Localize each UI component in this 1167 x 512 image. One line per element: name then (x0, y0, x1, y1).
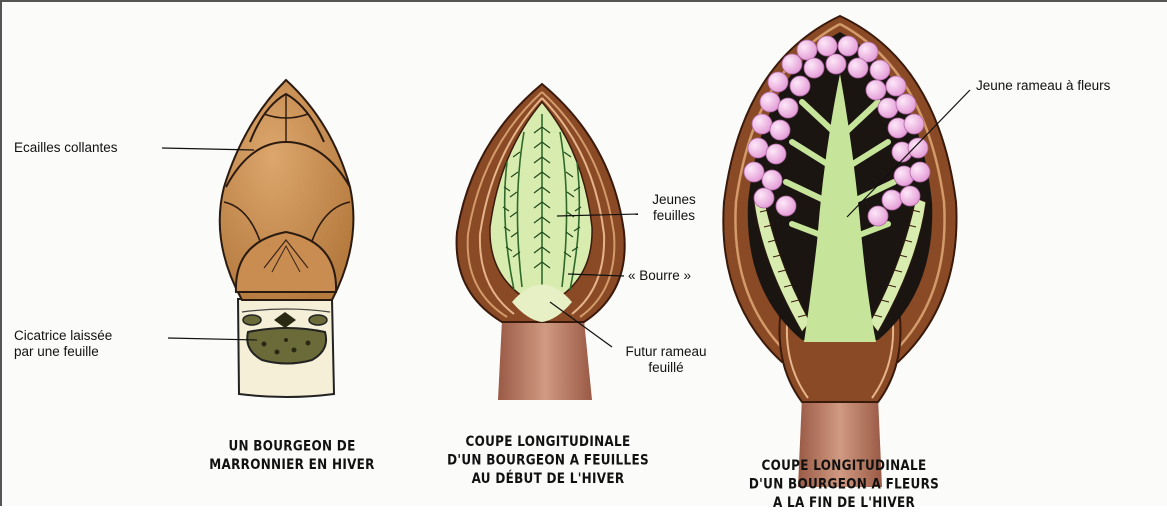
flower-bud-section (723, 16, 970, 487)
label-jeunes-feuilles: Jeunes feuilles (628, 192, 720, 224)
label-cicatrice: Cicatrice laissée par une feuille (14, 328, 112, 360)
caption-leaf-bud: COUPE LONGITUDINALE D'UN BOURGEON A FEUI… (430, 432, 666, 487)
label-futur-rameau: Futur rameau feuillé (610, 344, 722, 376)
caption-flower-bud: COUPE LONGITUDINALE D'UN BOURGEON A FLEU… (726, 456, 962, 511)
label-bourre: « Bourre » (628, 268, 691, 284)
caption-bud-exterior: UN BOURGEON DE MARRONNIER EN HIVER (192, 437, 392, 474)
label-jeune-rameau: Jeune rameau à fleurs (976, 78, 1110, 94)
horse-chestnut-bud-exterior (162, 80, 353, 397)
label-ecailles-collantes: Ecailles collantes (14, 140, 118, 156)
